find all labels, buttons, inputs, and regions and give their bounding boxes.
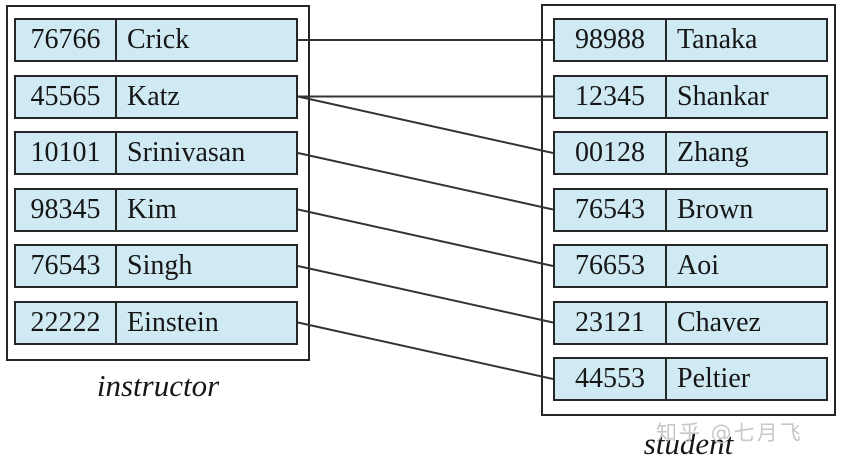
student-row: 98988 Tanaka	[553, 18, 828, 62]
instructor-table: 76766 Crick 45565 Katz 10101 Srinivasan …	[6, 5, 310, 361]
watermark-text: 知乎 @七月飞	[656, 421, 803, 445]
student-id-cell: 00128	[555, 133, 667, 173]
instructor-row: 76543 Singh	[14, 244, 298, 288]
instructor-name-cell: Singh	[127, 250, 193, 281]
instructor-id-cell: 98345	[16, 189, 117, 230]
connection-line	[297, 321, 554, 380]
connection-line	[297, 95, 554, 154]
instructor-row: 98345 Kim	[14, 187, 298, 232]
instructor-id-cell: 76766	[16, 20, 117, 60]
instructor-id-cell: 45565	[16, 76, 117, 117]
student-row: 12345 Shankar	[553, 74, 828, 119]
instructor-row: 22222 Einstein	[14, 300, 298, 345]
connection-line	[297, 208, 554, 267]
instructor-name-cell: Crick	[127, 24, 190, 55]
instructor-name-cell: Katz	[127, 80, 180, 112]
student-name-cell: Tanaka	[677, 24, 758, 55]
student-name-cell: Shankar	[677, 80, 769, 112]
student-id-cell: 76653	[555, 246, 667, 286]
connection-line	[297, 265, 554, 324]
student-row: 76653 Aoi	[553, 244, 828, 288]
student-id-cell: 23121	[555, 302, 667, 343]
student-name-cell: Chavez	[677, 306, 761, 338]
instructor-row: 45565 Katz	[14, 74, 298, 119]
student-id-cell: 44553	[555, 359, 667, 399]
student-name-cell: Aoi	[677, 250, 719, 281]
connection-line	[297, 152, 554, 211]
instructor-id-cell: 10101	[16, 133, 117, 173]
student-table: 98988 Tanaka 12345 Shankar 00128 Zhang 7…	[541, 4, 836, 416]
instructor-row: 10101 Srinivasan	[14, 131, 298, 175]
instructor-name-cell: Srinivasan	[127, 137, 246, 168]
student-id-cell: 76543	[555, 189, 667, 230]
instructor-name-cell: Kim	[127, 193, 177, 225]
student-name-cell: Peltier	[677, 363, 751, 394]
student-name-cell: Brown	[677, 193, 754, 225]
instructor-id-cell: 76543	[16, 246, 117, 286]
instructor-name-cell: Einstein	[127, 306, 219, 338]
student-row: 23121 Chavez	[553, 300, 828, 345]
student-name-cell: Zhang	[677, 137, 749, 168]
instructor-table-caption: instructor	[96, 368, 220, 403]
student-id-cell: 98988	[555, 20, 667, 60]
student-row: 00128 Zhang	[553, 131, 828, 175]
student-row: 76543 Brown	[553, 187, 828, 232]
student-row: 44553 Peltier	[553, 357, 828, 401]
student-table-caption: student	[643, 426, 734, 461]
instructor-id-cell: 22222	[16, 302, 117, 343]
instructor-row: 76766 Crick	[14, 18, 298, 62]
student-id-cell: 12345	[555, 76, 667, 117]
